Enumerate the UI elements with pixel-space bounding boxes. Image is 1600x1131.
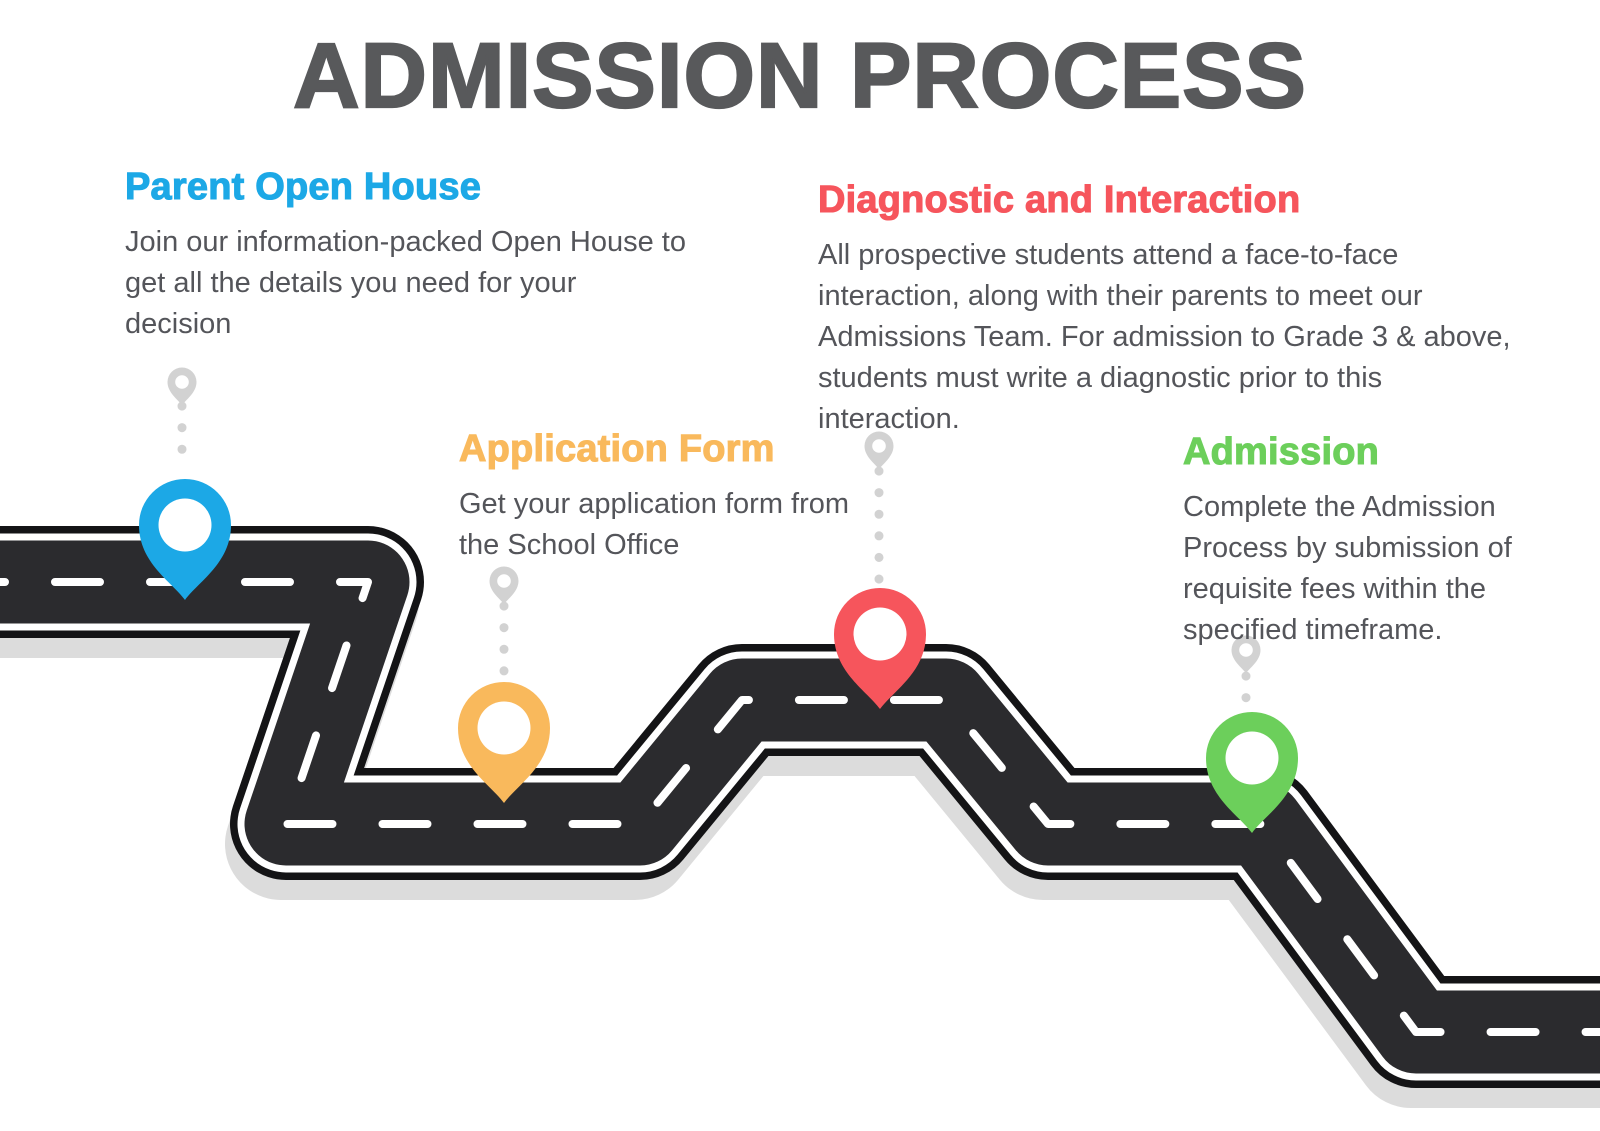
step-diagnostic-and-interaction: Diagnostic and Interaction All prospecti… [817, 178, 1530, 440]
step-title-application-form: Application Form [458, 427, 775, 470]
mini-map-pin-icon [1231, 635, 1261, 673]
mini-map-pin-icon [167, 367, 197, 405]
mini-map-pin-icon [864, 431, 894, 469]
step-description-application-form: Get your application form from the Schoo… [459, 488, 850, 561]
step-description-admission: Complete the Admission Process by submis… [1183, 491, 1512, 646]
mini-map-pin-icon [489, 566, 519, 604]
step-description-parent-open-house: Join our information-packed Open House t… [125, 226, 686, 340]
map-pin-parent-open-house-icon [139, 479, 231, 600]
page-title: ADMISSION PROCESS [292, 24, 1307, 128]
dotted-connectors [177, 401, 1251, 710]
step-application-form: Application Form Get your application fo… [458, 427, 859, 566]
step-description-diagnostic-and-interaction: All prospective students attend a face-t… [818, 239, 1511, 435]
step-parent-open-house: Parent Open House Join our information-p… [124, 165, 690, 345]
road [0, 526, 1600, 1108]
map-pin-application-form-icon [458, 682, 550, 803]
road-center-dashes [0, 578, 1600, 1036]
step-title-admission: Admission [1182, 430, 1380, 473]
step-admission: Admission Complete the Admission Process… [1182, 430, 1555, 651]
map-pin-diagnostic-and-interaction-icon [834, 588, 926, 709]
step-title-diagnostic-and-interaction: Diagnostic and Interaction [817, 178, 1301, 221]
map-pin-admission-icon [1206, 712, 1298, 833]
step-title-parent-open-house: Parent Open House [124, 165, 482, 208]
